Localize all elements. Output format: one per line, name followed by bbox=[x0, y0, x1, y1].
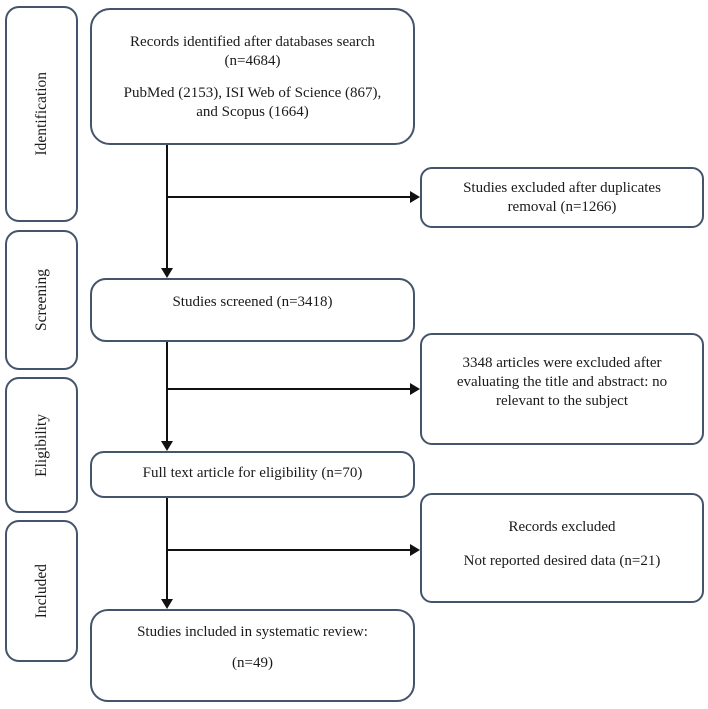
records-excluded-line1: Records excluded bbox=[508, 519, 616, 535]
arrow-line bbox=[167, 196, 411, 198]
full-text-eligibility-line1: Full text article for eligibility (n=70) bbox=[142, 465, 363, 481]
records-identified-line2: (n=4684) bbox=[224, 53, 281, 69]
box-full-text-eligibility: Full text article for eligibility (n=70) bbox=[90, 451, 415, 498]
arrowhead-right-icon bbox=[410, 383, 420, 395]
stage-included: Included bbox=[5, 520, 78, 662]
box-records-excluded: Records excluded Not reported desired da… bbox=[420, 493, 704, 603]
title-abstract-excluded-line1: 3348 articles were excluded after bbox=[462, 355, 662, 371]
studies-screened-line1: Studies screened (n=3418) bbox=[172, 294, 333, 310]
arrow-line bbox=[167, 549, 411, 551]
box-records-identified: Records identified after databases searc… bbox=[90, 8, 415, 145]
arrow-line bbox=[166, 145, 168, 270]
arrow-line bbox=[166, 342, 168, 443]
arrowhead-right-icon bbox=[410, 544, 420, 556]
records-identified-line4: and Scopus (1664) bbox=[196, 104, 309, 120]
duplicates-excluded-line2: removal (n=1266) bbox=[507, 199, 617, 215]
box-studies-screened: Studies screened (n=3418) bbox=[90, 278, 415, 342]
stage-eligibility: Eligibility bbox=[5, 377, 78, 513]
stage-eligibility-label: Eligibility bbox=[32, 413, 50, 477]
studies-included-line2: (n=49) bbox=[232, 655, 273, 671]
records-identified-line3: PubMed (2153), ISI Web of Science (867), bbox=[123, 85, 382, 101]
arrowhead-down-icon bbox=[161, 268, 173, 278]
arrowhead-down-icon bbox=[161, 599, 173, 609]
arrowhead-right-icon bbox=[410, 191, 420, 203]
box-studies-included: Studies included in systematic review: (… bbox=[90, 609, 415, 702]
stage-included-label: Included bbox=[32, 563, 50, 619]
title-abstract-excluded-line3: relevant to the subject bbox=[495, 393, 629, 409]
stage-screening-label: Screening bbox=[32, 269, 50, 331]
arrow-line bbox=[167, 388, 411, 390]
duplicates-excluded-line1: Studies excluded after duplicates bbox=[463, 180, 661, 196]
stage-identification-label: Identification bbox=[32, 72, 50, 156]
box-duplicates-excluded: Studies excluded after duplicates remova… bbox=[420, 167, 704, 228]
records-excluded-line2: Not reported desired data (n=21) bbox=[463, 553, 661, 569]
studies-included-line1: Studies included in systematic review: bbox=[137, 624, 368, 640]
title-abstract-excluded-line2: evaluating the title and abstract: no bbox=[456, 374, 668, 390]
box-title-abstract-excluded: 3348 articles were excluded after evalua… bbox=[420, 333, 704, 445]
arrowhead-down-icon bbox=[161, 441, 173, 451]
stage-identification: Identification bbox=[5, 6, 78, 222]
stage-screening: Screening bbox=[5, 230, 78, 370]
records-identified-line1: Records identified after databases searc… bbox=[130, 34, 375, 50]
